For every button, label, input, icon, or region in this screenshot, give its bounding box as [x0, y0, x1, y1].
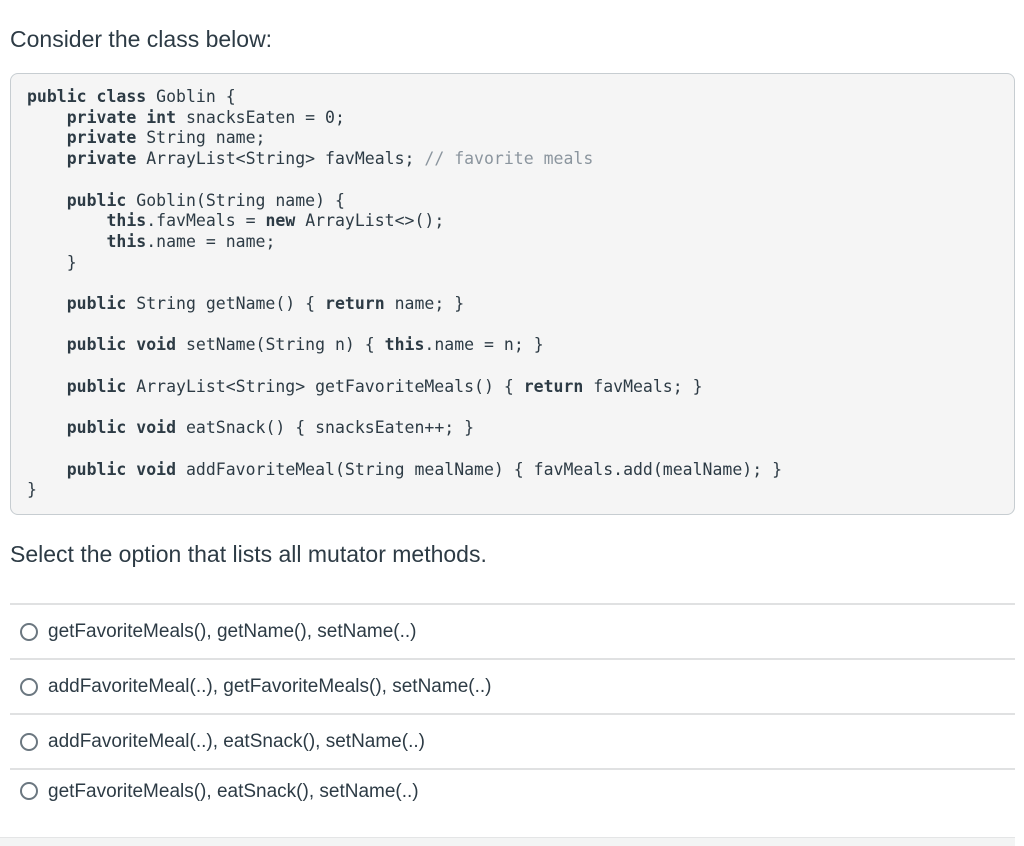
code-keyword: void — [136, 418, 177, 438]
answer-label[interactable]: addFavoriteMeal(..), eatSnack(), setName… — [48, 731, 425, 753]
code-keyword: public — [66, 459, 127, 479]
code-keyword: int — [146, 107, 177, 127]
answer-option[interactable]: getFavoriteMeals(), eatSnack(), setName(… — [10, 768, 1015, 812]
code-text — [27, 418, 67, 437]
code-text: Goblin(String name) { — [126, 190, 345, 210]
radio-button[interactable] — [20, 677, 38, 696]
code-text — [27, 191, 67, 210]
code-keyword: return — [523, 376, 584, 396]
radio-button[interactable] — [20, 782, 38, 801]
code-keyword: private — [66, 149, 137, 169]
code-keyword: new — [265, 211, 296, 231]
answer-label[interactable]: getFavoriteMeals(), getName(), setName(.… — [48, 621, 417, 643]
code-keyword: public — [66, 190, 127, 210]
code-text: name; } — [384, 294, 465, 314]
code-keyword: void — [136, 335, 177, 355]
code-text: snacksEaten = 0; — [176, 107, 345, 127]
code-text — [27, 128, 67, 147]
code-text: ArrayList<String> favMeals; — [136, 149, 425, 169]
code-text — [27, 211, 106, 230]
code-text: favMeals; } — [583, 376, 703, 396]
question-prompt: Consider the class below: — [10, 26, 273, 52]
code-keyword: void — [136, 459, 177, 479]
answer-option[interactable]: addFavoriteMeal(..), eatSnack(), setName… — [10, 713, 1015, 768]
code-keyword: class — [96, 87, 147, 106]
bottom-divider — [0, 837, 1015, 846]
code-text — [27, 460, 67, 479]
code-text — [27, 149, 67, 168]
code-text: .name = n; } — [424, 335, 544, 355]
code-text — [87, 87, 97, 106]
code-text — [27, 294, 67, 313]
code-text: String getName() { — [126, 294, 326, 314]
quiz-question-panel: Consider the class below: public class G… — [0, 26, 1024, 846]
answer-label[interactable]: getFavoriteMeals(), eatSnack(), setName(… — [48, 780, 419, 802]
code-keyword: this — [106, 211, 147, 231]
radio-button[interactable] — [20, 732, 38, 751]
code-keyword: return — [325, 294, 385, 314]
code-text: eatSnack() { snacksEaten++; } — [176, 418, 475, 438]
code-text: ArrayList<String> getFavoriteMeals() { — [126, 376, 524, 396]
radio-button[interactable] — [20, 622, 38, 641]
code-block: public class Goblin { private int snacks… — [10, 73, 1015, 516]
code-text: Goblin { — [146, 87, 236, 106]
code-text — [126, 418, 136, 437]
answer-option[interactable]: getFavoriteMeals(), getName(), setName(.… — [10, 603, 1015, 658]
code-text: .name = name; — [146, 231, 276, 251]
answer-label[interactable]: addFavoriteMeal(..), getFavoriteMeals(),… — [48, 676, 492, 698]
code-text — [136, 108, 146, 127]
code-text: setName(String n) { — [176, 335, 385, 355]
code-keyword: public — [66, 418, 127, 438]
answers-list: getFavoriteMeals(), getName(), setName(.… — [10, 603, 1015, 812]
code-text — [126, 460, 136, 479]
code-keyword: this — [384, 335, 425, 355]
code-text — [27, 377, 67, 396]
answer-option[interactable]: addFavoriteMeal(..), getFavoriteMeals(),… — [10, 658, 1015, 713]
code-text: String name; — [136, 128, 266, 148]
code-text: ArrayList<>(); — [295, 211, 445, 231]
code-keyword: this — [106, 231, 147, 251]
code-text: } — [27, 252, 77, 272]
code-comment: // favorite meals — [424, 149, 594, 169]
code-keyword: public — [66, 335, 127, 355]
code-text: .favMeals = — [146, 211, 266, 231]
code-text — [27, 335, 67, 354]
code-keyword: private — [66, 107, 137, 127]
code-keyword: private — [66, 128, 137, 148]
code-text: addFavoriteMeal(String mealName) { favMe… — [176, 459, 783, 479]
code-text — [27, 232, 106, 251]
question-instruction: Select the option that lists all mutator… — [10, 541, 487, 568]
code-keyword: public — [27, 87, 87, 106]
code-text — [27, 108, 67, 127]
code-text: } — [27, 480, 37, 500]
code-keyword: public — [66, 294, 127, 314]
code-keyword: public — [66, 376, 127, 396]
code-text — [126, 335, 136, 354]
